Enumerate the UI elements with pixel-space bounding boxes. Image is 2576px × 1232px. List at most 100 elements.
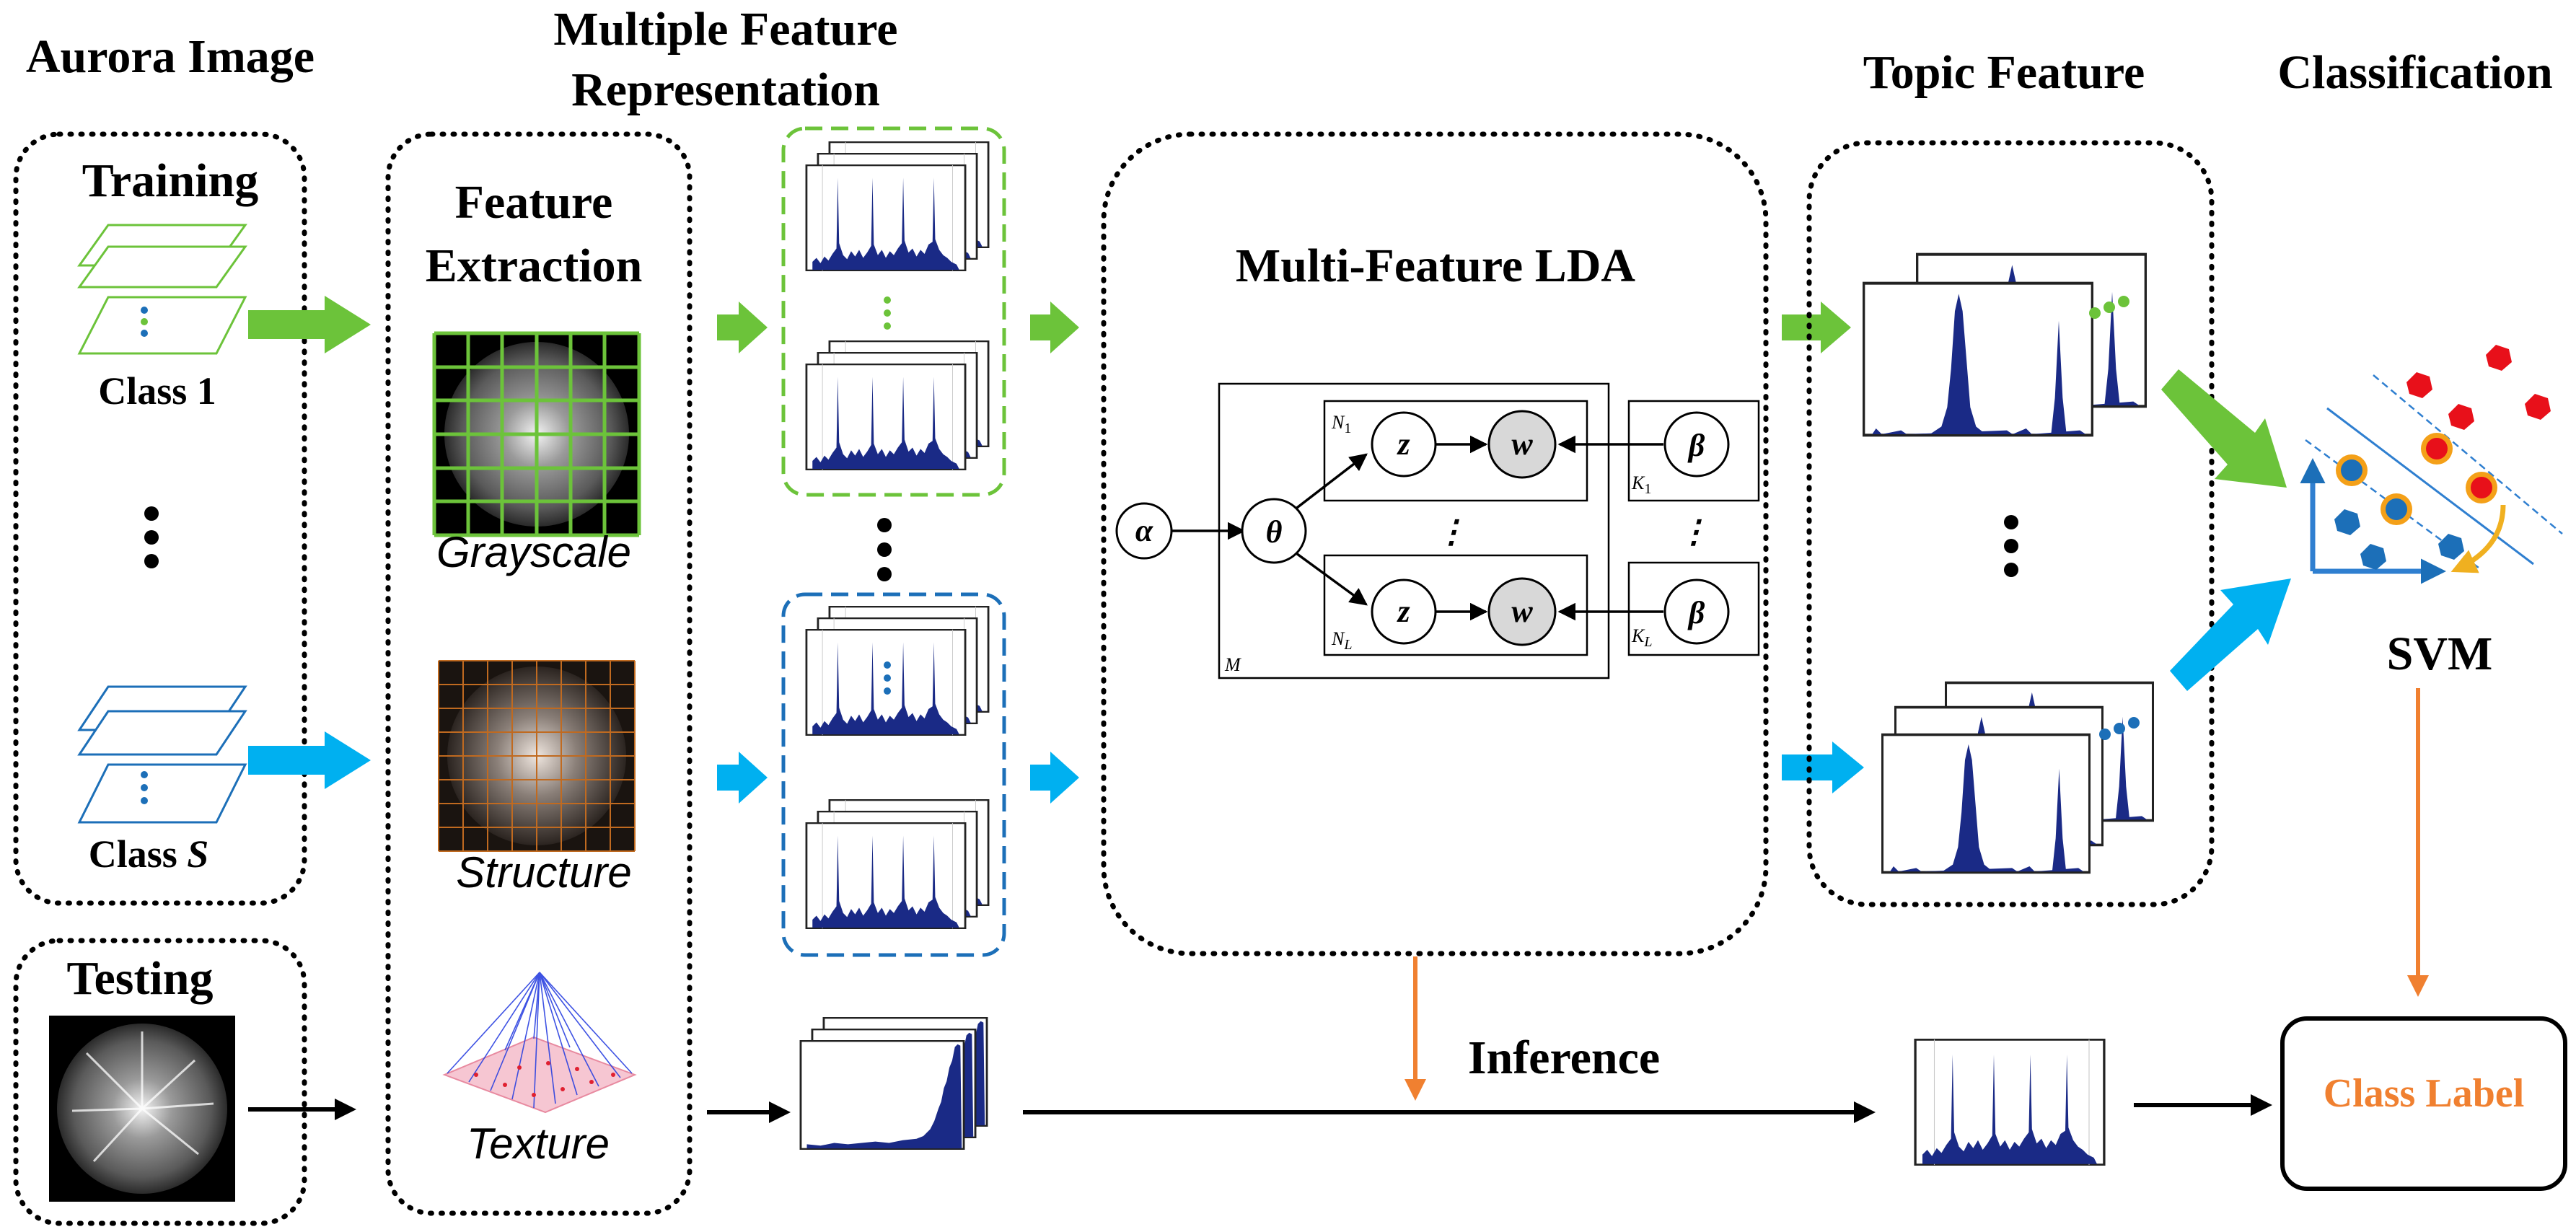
test-topic-hist (1914, 1039, 2106, 1166)
classS-dot (141, 784, 148, 791)
header-representation: Representation (571, 63, 880, 116)
blue-vertical-dot (884, 661, 891, 669)
extraction-title-line1: Feature (455, 176, 613, 229)
green-to-lda-arrow (1030, 302, 1079, 353)
plate-NL (1323, 554, 1588, 656)
testing-box (13, 938, 307, 1226)
green-feature-group (781, 126, 1006, 497)
class1-dot (141, 330, 148, 337)
texture-feature-image (442, 972, 637, 1114)
blue-vertical-dot (884, 674, 891, 682)
classS-to-extraction-arrow (248, 731, 371, 789)
classS-dot (141, 797, 148, 804)
topic-green-dot (2118, 296, 2129, 307)
topic-blue-dot (2128, 717, 2140, 729)
plate-K1 (1627, 400, 1760, 502)
grayscale-feature-image (432, 331, 641, 537)
training-box (13, 131, 307, 906)
plate-N1-label: N1 (1331, 412, 1351, 436)
extraction-to-blue-stack-arrow (717, 752, 768, 804)
lda-to-topic-green-arrow (1782, 302, 1851, 353)
blue-hist-stack-bottom (805, 799, 990, 929)
green-vertical-dot (884, 309, 891, 317)
blue-hist-stack-top (805, 606, 990, 736)
node-beta1-label: β (1687, 428, 1705, 463)
svm-plot (2300, 345, 2563, 584)
feature-extraction-box (385, 131, 693, 1216)
class-vertical-ellipsis (144, 506, 159, 568)
node-zL-label: z (1396, 594, 1410, 629)
testing-aurora-image (49, 1016, 235, 1202)
class1-dot (141, 318, 148, 325)
texture-label: Texture (467, 1119, 610, 1168)
node-alpha-label: α (1135, 513, 1153, 548)
green-hist-stack-bottom (805, 340, 990, 470)
edge-theta-z1 (1290, 453, 1368, 514)
header-classification: Classification (2277, 46, 2552, 99)
structure-feature-image (438, 660, 636, 852)
texture-hist-stack (799, 1017, 988, 1150)
lda-middle-vdots: ⋮ (1436, 514, 1467, 550)
grayscale-label: Grayscale (436, 528, 631, 576)
topic-green-to-svm-arrow (2161, 369, 2287, 488)
node-wL-label: w (1511, 594, 1533, 629)
node-z1-label: z (1396, 426, 1410, 462)
node-wL (1487, 577, 1557, 646)
topic-blue-to-svm-arrow (2170, 578, 2291, 691)
green-hist-stack-top (805, 141, 990, 271)
plate-N1 (1323, 400, 1588, 502)
topic-hist-blue (1882, 683, 2153, 873)
plate-KL (1627, 561, 1760, 656)
topic-hist-green (1863, 255, 2145, 436)
node-betaL (1663, 578, 1730, 645)
topic-blue-dot (2114, 723, 2125, 734)
extraction-to-green-stack-arrow (717, 302, 768, 353)
blue-feature-group (781, 592, 1006, 957)
training-title: Training (82, 154, 259, 207)
svm-label: SVM (2387, 628, 2493, 680)
plate-NL-label: NL (1331, 628, 1352, 653)
structure-label: Structure (456, 848, 631, 897)
node-alpha (1115, 502, 1173, 560)
stack-vertical-ellipsis (877, 518, 892, 581)
green-vertical-dot (884, 322, 891, 330)
edge-theta-zL (1290, 548, 1368, 606)
classS-image-stack (77, 685, 247, 824)
topic-blue-dot (2099, 729, 2111, 740)
header-multiple-feature: Multiple Feature (553, 3, 897, 56)
blue-vertical-dot (884, 687, 891, 695)
node-theta (1241, 498, 1307, 564)
node-zL (1371, 578, 1437, 645)
node-betaL-label: β (1687, 595, 1705, 630)
classS-label: Class S (89, 832, 209, 876)
class1-dot (141, 307, 148, 314)
node-w1 (1487, 410, 1557, 479)
node-theta-label: θ (1266, 514, 1283, 550)
class1-to-extraction-arrow (248, 296, 371, 353)
topic-green-dot (2089, 307, 2101, 319)
blue-to-lda-arrow (1030, 752, 1079, 804)
header-topic-feature: Topic Feature (1863, 46, 2145, 99)
topic-feature-box (1806, 140, 2215, 907)
lda-title: Multi-Feature LDA (1236, 239, 1636, 292)
testing-title: Testing (67, 952, 214, 1005)
class-label-text: Class Label (2324, 1071, 2525, 1116)
plate-K1-label: K1 (1631, 472, 1651, 497)
inference-label: Inference (1468, 1031, 1660, 1084)
node-beta1 (1663, 411, 1730, 478)
lda-graphical-model: M N1 NL K1 KL α θ z w β z w β ⋮ ⋮ (1115, 382, 1760, 679)
class-label-box (2280, 1016, 2567, 1191)
topic-vertical-ellipsis (2004, 515, 2018, 577)
lda-to-topic-blue-arrow (1782, 742, 1864, 793)
plate-KL-label: KL (1631, 625, 1652, 650)
extraction-title-line2: Extraction (426, 239, 643, 292)
lda-right-vdots: ⋮ (1678, 514, 1710, 550)
plate-M-label: M (1224, 654, 1241, 675)
topic-green-dot (2104, 302, 2115, 313)
classS-dot (141, 771, 148, 778)
node-z1 (1371, 411, 1437, 478)
node-w1-label: w (1511, 426, 1533, 462)
class1-label: Class 1 (98, 369, 216, 413)
class1-image-stack (77, 224, 247, 355)
